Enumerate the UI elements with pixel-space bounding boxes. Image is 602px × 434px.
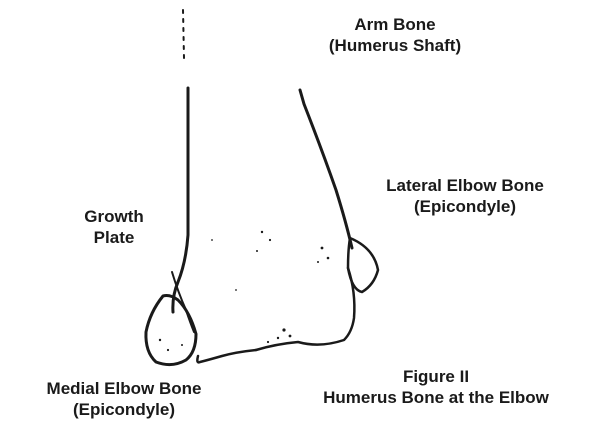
bone-shading (159, 231, 330, 351)
label-arm-bone: Arm Bone (Humerus Shaft) (300, 14, 490, 56)
figure-caption-title: Humerus Bone at the Elbow (270, 387, 602, 408)
label-lateral-epicondyle: Lateral Elbow Bone (Epicondyle) (350, 175, 580, 217)
label-growth-plate: Growth Plate (64, 206, 164, 248)
label-arm-bone-line1: Arm Bone (300, 14, 490, 35)
shaft-lateral-edge (300, 90, 352, 248)
trochlea-contour (197, 350, 256, 362)
medial-epicondyle-outline (146, 296, 196, 365)
label-lateral-line1: Lateral Elbow Bone (350, 175, 580, 196)
shaft-break-line (183, 10, 184, 58)
label-medial-line1: Medial Elbow Bone (4, 378, 244, 399)
growth-plate-line (172, 272, 194, 332)
label-arm-bone-line2: (Humerus Shaft) (300, 35, 490, 56)
figure-caption-number: Figure II (270, 366, 602, 387)
label-medial-line2: (Epicondyle) (4, 399, 244, 420)
label-growth-plate-line2: Plate (64, 227, 164, 248)
lateral-lower-contour (256, 268, 354, 350)
label-growth-plate-line1: Growth (64, 206, 164, 227)
shaft-medial-edge (173, 88, 188, 312)
label-medial-epicondyle: Medial Elbow Bone (Epicondyle) (4, 378, 244, 420)
figure-caption: Figure II Humerus Bone at the Elbow (270, 366, 602, 408)
label-lateral-line2: (Epicondyle) (350, 196, 580, 217)
